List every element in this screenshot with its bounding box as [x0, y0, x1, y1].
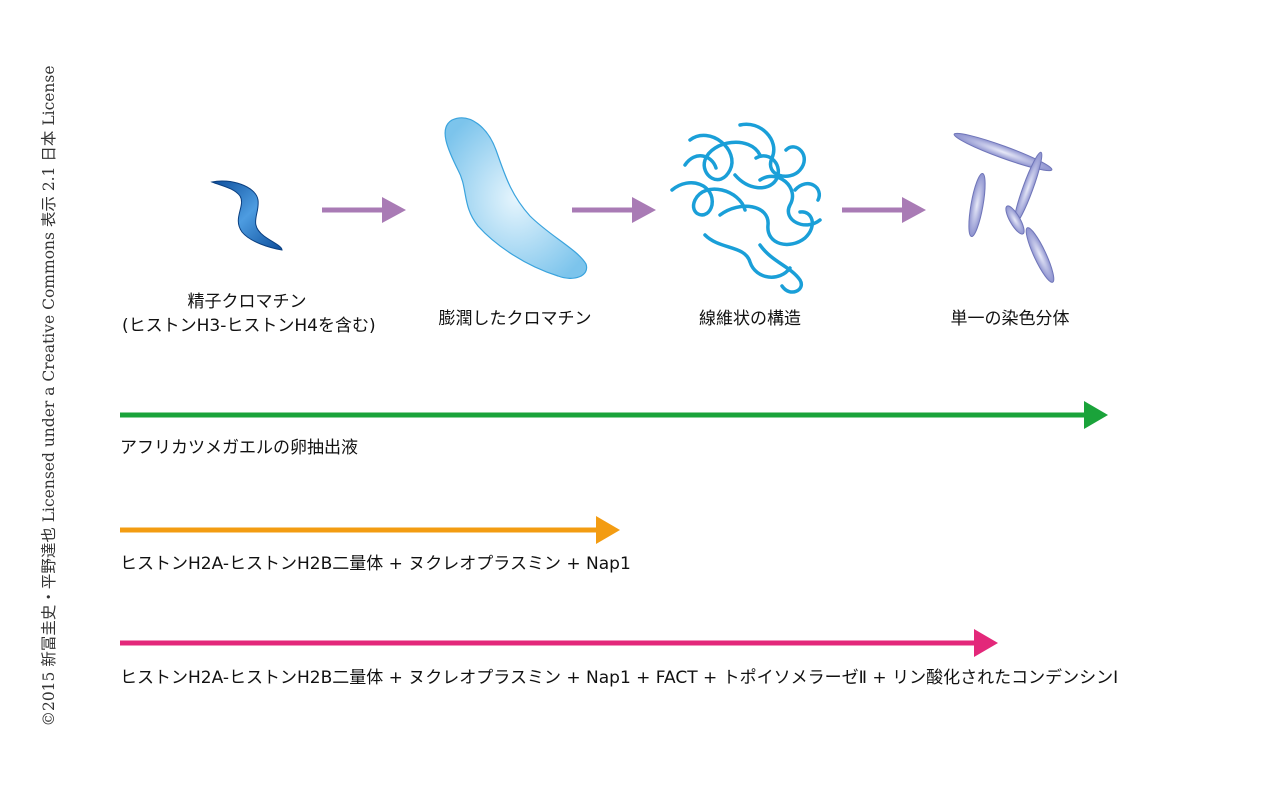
sperm-chromatin-shape — [210, 180, 283, 251]
stage-label-sperm-chromatin: 精子クロマチン (ヒストンH3-ヒストンH4を含む) — [122, 292, 376, 336]
condition-label-h2a-h2b-nap1: ヒストンH2A-ヒストンH2B二量体 + ヌクレオプラスミン + Nap1 — [120, 554, 631, 574]
condition-label-full-mixture: ヒストンH2A-ヒストンH2B二量体 + ヌクレオプラスミン + Nap1 + … — [120, 668, 1119, 688]
stage-label-swollen-chromatin: 膨潤したクロマチン — [438, 309, 592, 329]
fibrous-structure-shape — [670, 122, 822, 294]
stage-arrow-2 — [572, 197, 656, 223]
condition-arrow-2 — [120, 516, 620, 544]
swollen-chromatin-shape — [444, 117, 588, 279]
stage-arrow-1 — [322, 197, 406, 223]
chromatid-shape — [953, 132, 1055, 283]
condition-arrow-3 — [120, 629, 998, 657]
condition-label-egg-extract: アフリカツメガエルの卵抽出液 — [120, 438, 358, 458]
stage-label-single-chromatid: 単一の染色分体 — [950, 309, 1070, 329]
stage-arrow-3 — [842, 197, 926, 223]
stage-label-fibrous-structure: 線維状の構造 — [699, 309, 801, 329]
condition-arrow-1 — [120, 401, 1108, 429]
